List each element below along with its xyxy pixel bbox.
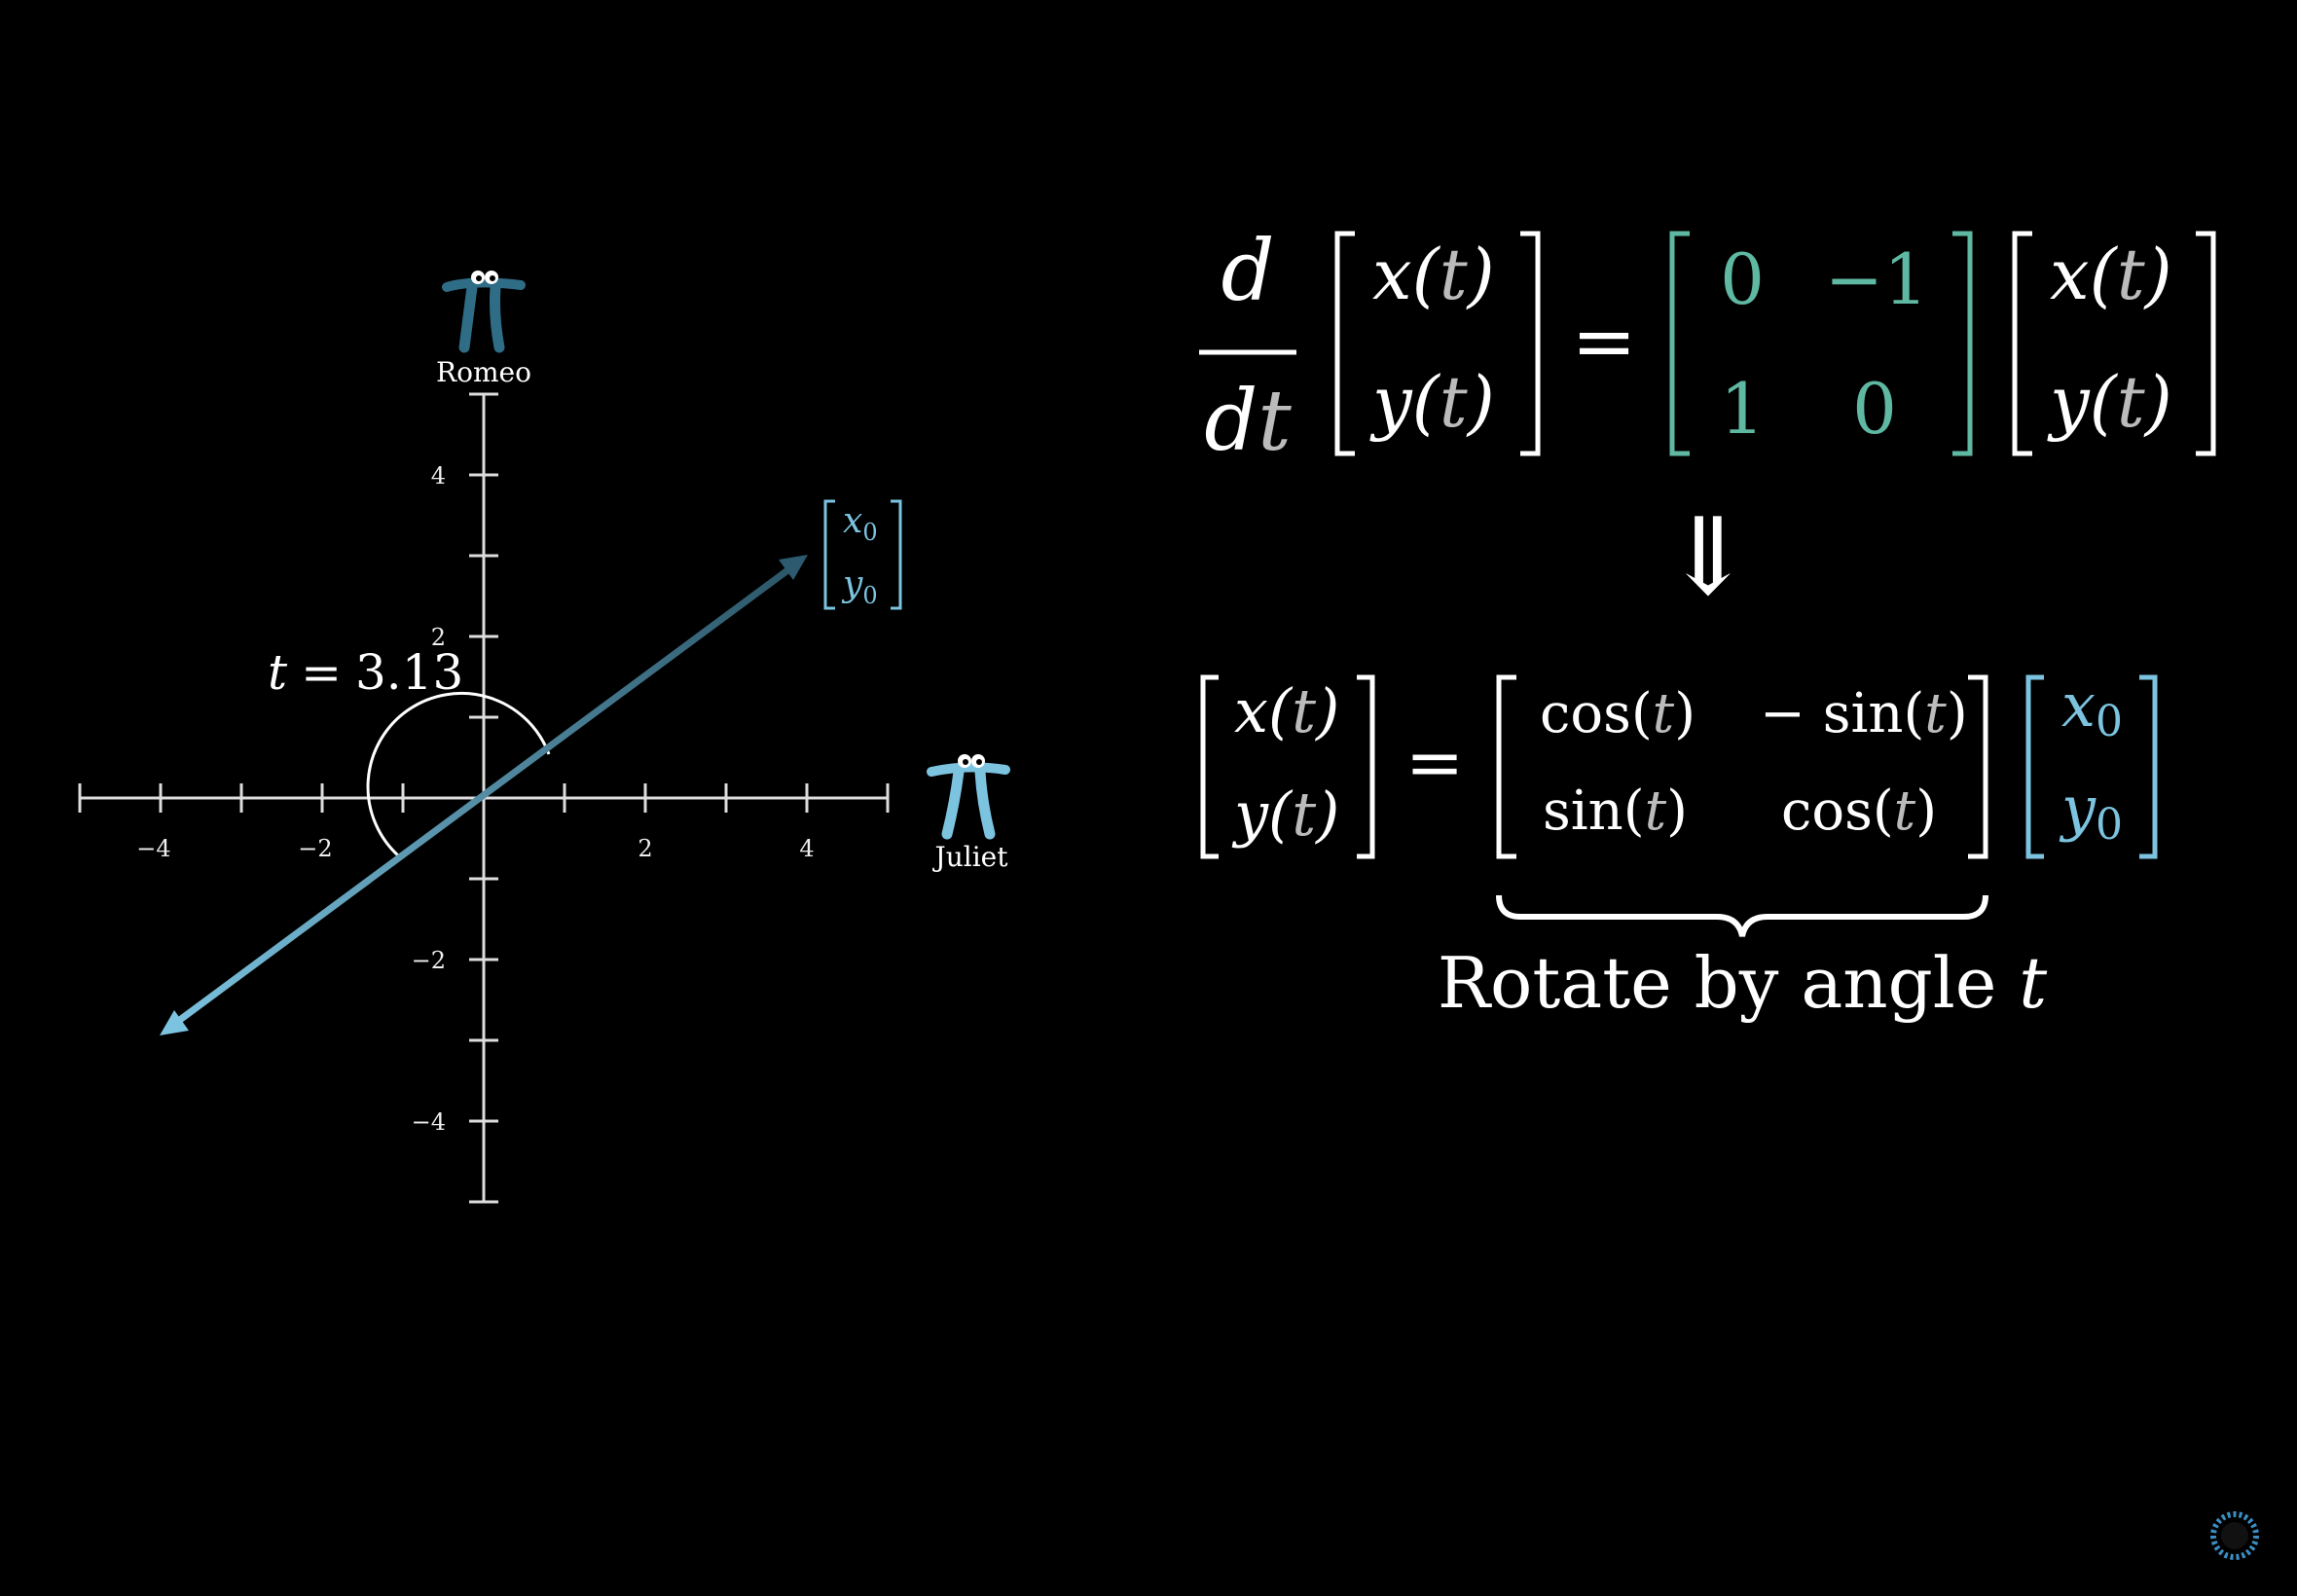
svg-text:0: 0 [1852, 368, 1897, 450]
svg-text:y0: y0 [841, 564, 878, 609]
svg-text:y(t): y(t) [2047, 361, 2172, 443]
x-axis-ticks [78, 783, 890, 813]
svg-text:=: = [1571, 296, 1636, 386]
x-tick-label: −2 [298, 835, 332, 862]
pi-creature-icon [442, 271, 526, 353]
svg-text:cos(t): cos(t) [1781, 780, 1937, 843]
svg-text:−1: −1 [1825, 238, 1928, 320]
y-axis-ticks [469, 392, 498, 1204]
y-tick-label: 4 [431, 462, 446, 490]
y-tick-label: 2 [431, 624, 446, 651]
svg-text:0: 0 [1720, 238, 1765, 320]
svg-text:x0: x0 [2061, 670, 2123, 746]
svg-text:y(t): y(t) [1369, 361, 1495, 443]
svg-text:sin(t): sin(t) [1543, 780, 1688, 843]
x-tick-label: 2 [638, 835, 652, 862]
x-tick-label: −4 [136, 835, 170, 862]
svg-text:x0: x0 [843, 501, 878, 546]
svg-text:x(t): x(t) [2050, 234, 2172, 315]
solution-equation: x(t) y(t) = cos(t) − sin(t) sin(t) cos(t… [1200, 670, 2158, 859]
x-axis-label: Juliet [932, 841, 1009, 873]
svg-text:cos(t): cos(t) [1540, 682, 1695, 745]
state-vector-arrow [160, 555, 808, 1035]
x-tick-label: 4 [799, 835, 814, 862]
pi-creature-icon [927, 754, 1010, 840]
svg-text:y(t): y(t) [1231, 779, 1339, 850]
y-tick-label: −4 [412, 1108, 446, 1136]
svg-text:dt: dt [1204, 373, 1292, 470]
y-tick-label: −2 [412, 947, 446, 974]
implies-arrow: ⇓ [1663, 494, 1753, 619]
svg-text:d: d [1221, 223, 1274, 320]
svg-text:x(t): x(t) [1234, 675, 1339, 746]
rotation-caption: Rotate by angle t [1438, 942, 2048, 1024]
differential-equation: d dt x(t) y(t) = 0 −1 1 0 x(t) y(t) [1199, 223, 2216, 470]
svg-text:x(t): x(t) [1372, 234, 1495, 315]
angle-arc [366, 692, 551, 858]
svg-text:− sin(t): − sin(t) [1760, 682, 1968, 745]
svg-text:=: = [1405, 721, 1464, 803]
initial-vector-label: x0 y0 [823, 499, 902, 610]
svg-text:1: 1 [1720, 368, 1765, 450]
y-axis-label: Romeo [436, 356, 531, 388]
underbrace [1496, 894, 1988, 937]
svg-text:y0: y0 [2059, 773, 2123, 850]
angle-value-label: t=3.13 [268, 644, 463, 701]
loading-spinner-icon [2210, 1511, 2259, 1560]
